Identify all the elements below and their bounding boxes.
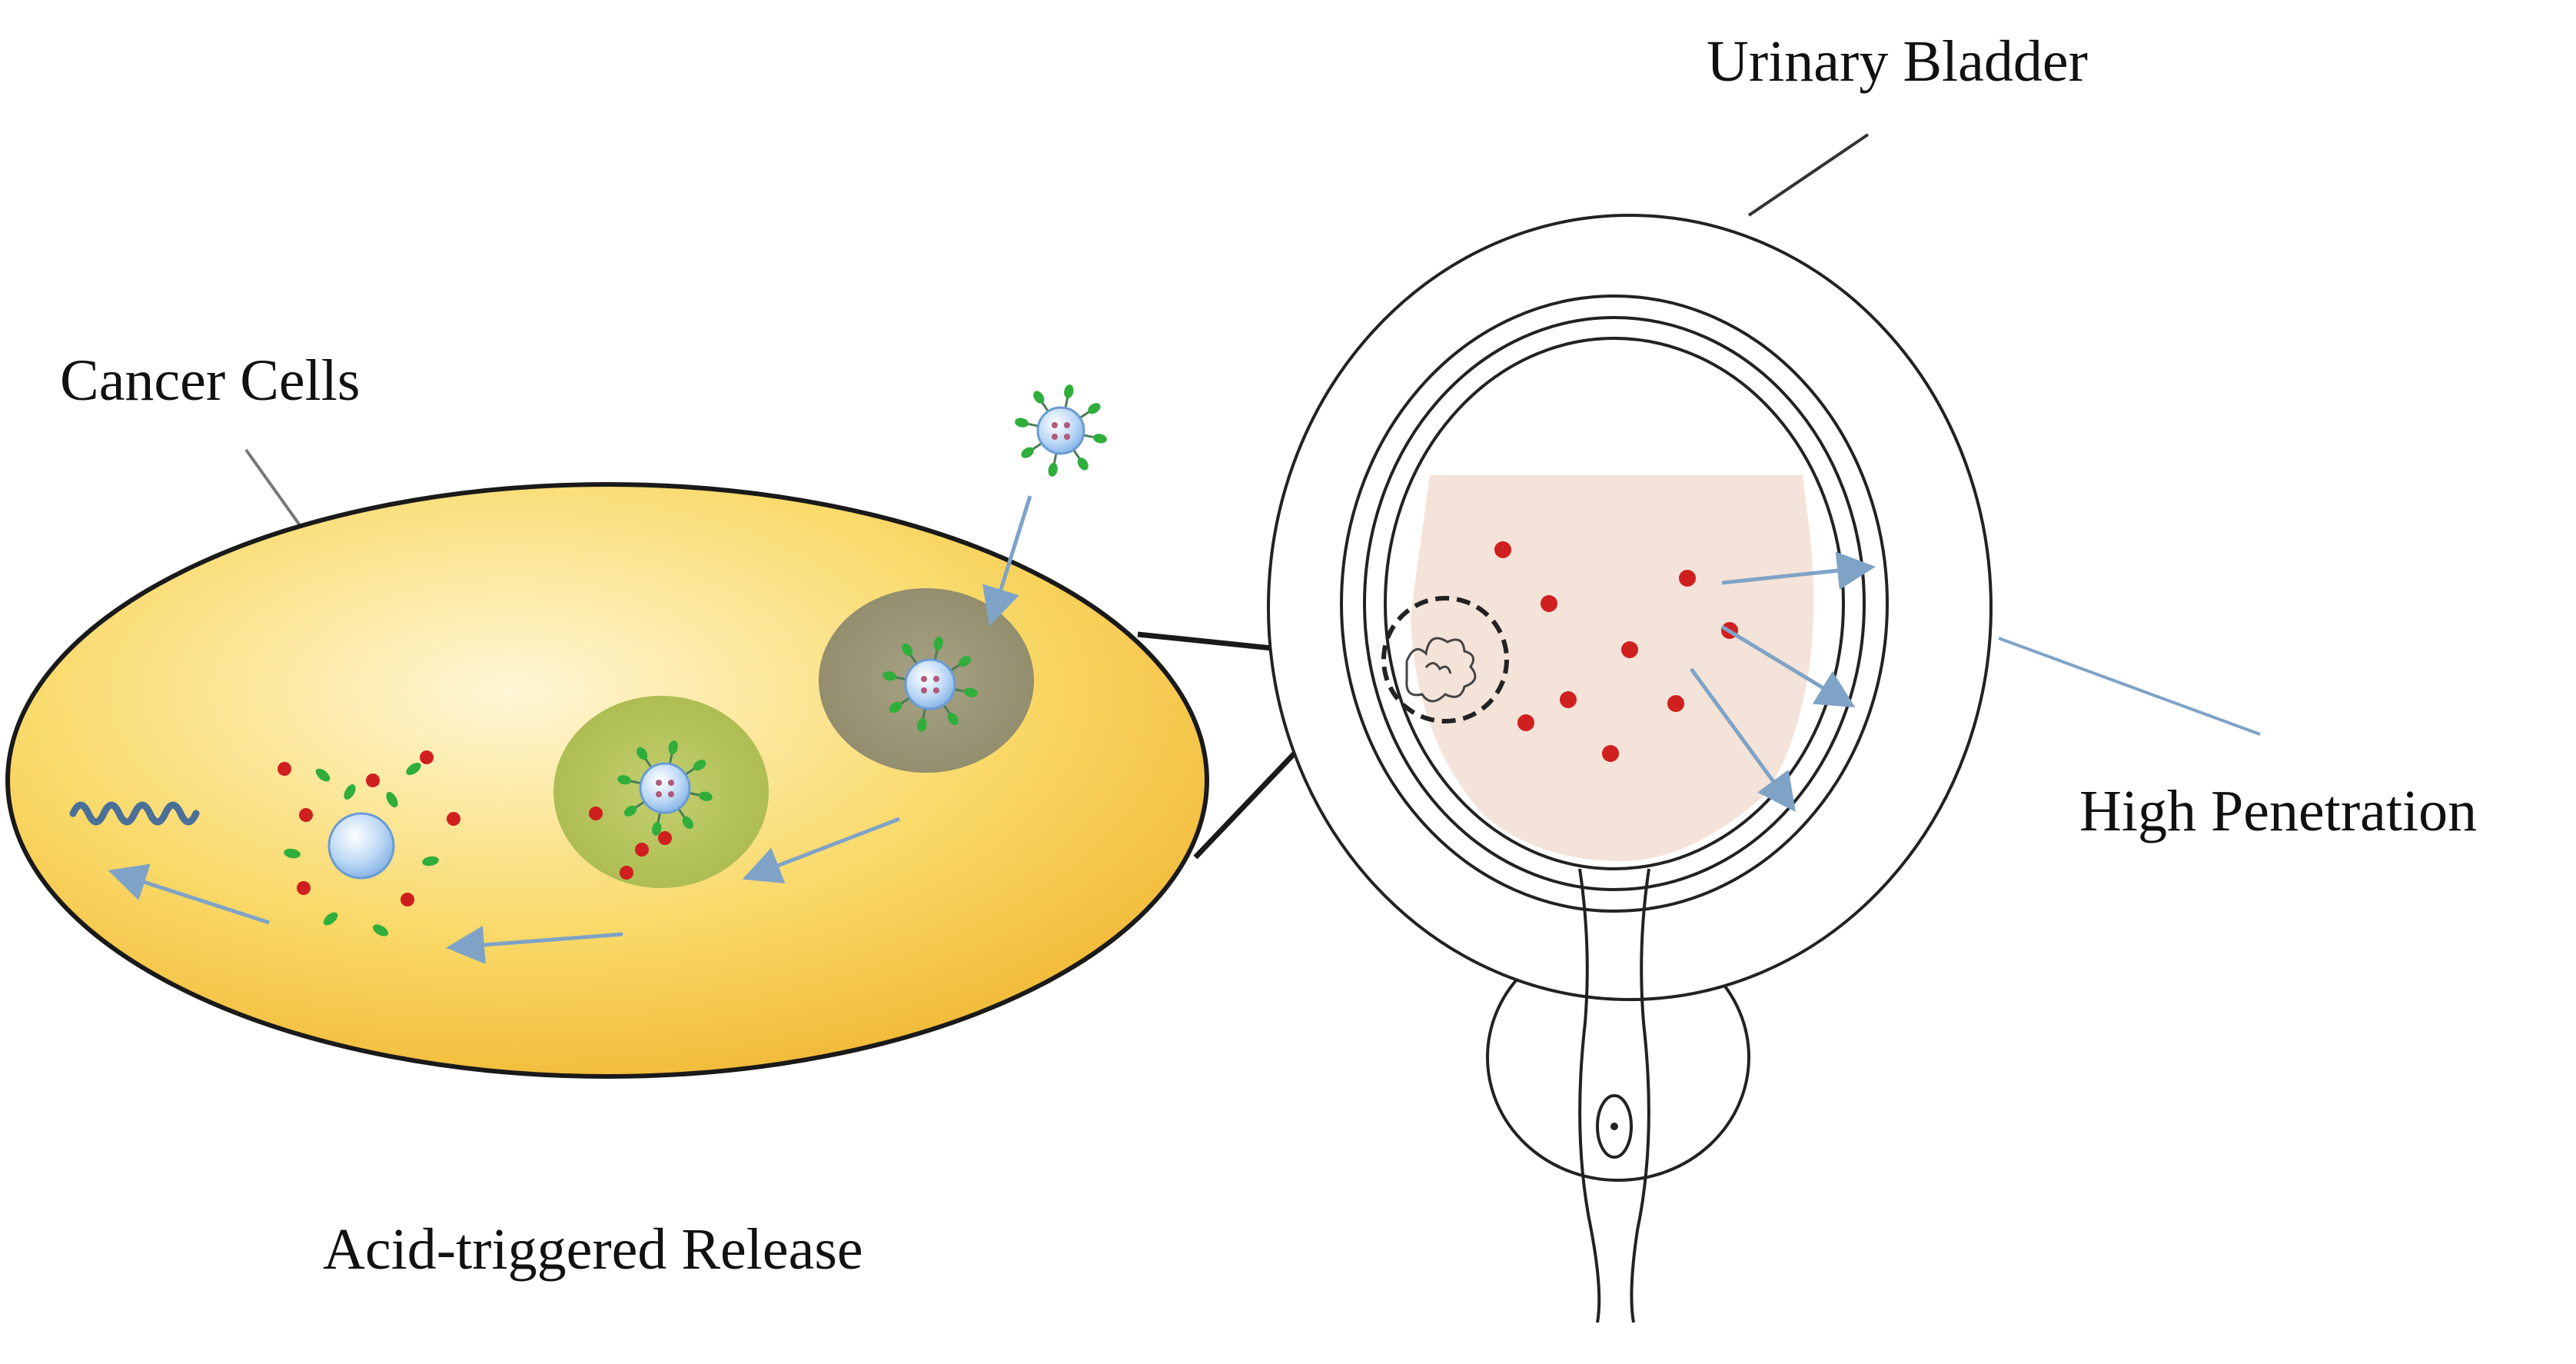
- drug-dot-icon: [278, 762, 291, 776]
- cell-drug-group: [278, 750, 672, 907]
- payload-dot: [921, 687, 927, 694]
- drug-dot-icon: [366, 773, 380, 787]
- payload-dot: [921, 676, 927, 682]
- ligand-icon: [344, 784, 356, 800]
- arrow-penetration-1: [1721, 551, 1876, 591]
- ligand-icon: [958, 656, 972, 667]
- urine-fill: [1411, 475, 1814, 861]
- ligand-icon: [1015, 418, 1029, 427]
- payload-dot: [668, 791, 674, 797]
- ligand-icon: [1093, 434, 1107, 444]
- drug-dot-icon: [420, 750, 434, 764]
- ligand-icon: [284, 848, 301, 859]
- ligand-icon: [623, 805, 637, 817]
- bladder-wall-layer-2: [1363, 316, 1866, 891]
- drug-dot-icon: [1517, 714, 1534, 731]
- released-nanoparticle: [327, 812, 395, 880]
- nanoparticle-extracellular: [1015, 384, 1107, 477]
- payload-dot: [1052, 434, 1058, 440]
- drug-dot-icon: [1560, 691, 1577, 708]
- drug-dot-icon: [1494, 541, 1511, 558]
- tumor-icon: [1381, 596, 1509, 724]
- payload-dot: [933, 687, 939, 694]
- nanoparticle-icon: [1036, 406, 1085, 455]
- payload-dot: [1064, 434, 1070, 440]
- bladder-wall-layer-1: [1340, 294, 1889, 913]
- arrow-entry: [982, 495, 1032, 627]
- payload-dot: [1052, 422, 1058, 428]
- ligand-icon: [889, 701, 902, 713]
- ligand-icon: [1064, 384, 1074, 398]
- nanoparticle-core-icon: [327, 812, 395, 880]
- arrow-to-late-endosome: [742, 817, 900, 883]
- drug-dot-icon: [658, 831, 672, 845]
- drug-dot-icon: [447, 812, 460, 826]
- ligand-icon: [917, 718, 927, 732]
- bladder-wall-layer-3: [1384, 337, 1845, 870]
- payload-dot: [933, 676, 939, 682]
- drug-dot-icon: [1667, 695, 1684, 712]
- ligand-icon: [1021, 447, 1034, 458]
- drug-dot-icon: [401, 893, 414, 907]
- ligand-icon: [693, 760, 706, 771]
- arrow-to-release: [446, 925, 623, 964]
- drug-dot-icon: [620, 866, 633, 880]
- drug-dot-icon: [299, 808, 313, 822]
- ligand-icon: [699, 791, 713, 801]
- penetration-arrows: [1689, 551, 1876, 813]
- ligand-icon: [882, 671, 896, 681]
- ligand-icon: [406, 763, 421, 775]
- ligand-icon: [1033, 391, 1045, 404]
- ligand-icon: [323, 912, 338, 926]
- payload-dot: [656, 791, 662, 797]
- drug-dot-icon: [635, 843, 649, 857]
- cell-arrows: [108, 495, 1032, 964]
- drug-dot-icon: [589, 807, 603, 820]
- nanoparticle-icon: [904, 658, 956, 710]
- ligand-icon: [682, 816, 693, 830]
- drug-dot-icon: [1541, 595, 1557, 612]
- drug-dot-icon: [1621, 641, 1638, 658]
- nanoparticle-early-endosome: [882, 637, 978, 732]
- urethra: [1578, 868, 1650, 1323]
- arrow-penetration-3: [1689, 667, 1796, 813]
- payload-dot: [1064, 422, 1070, 428]
- payload-dot: [668, 780, 674, 786]
- nanoparticle-late-endosome: [617, 740, 713, 836]
- free-ligand-group: [284, 763, 439, 937]
- arrow-to-dna: [108, 863, 270, 925]
- ligand-icon: [964, 687, 978, 697]
- leader-line-penetration: [1998, 637, 2261, 736]
- ligand-icon: [668, 740, 678, 754]
- dna-strand-icon: [69, 801, 200, 826]
- bladder-drug-group: [1494, 541, 1738, 762]
- ligand-icon: [652, 822, 662, 836]
- label-high-penetration: High Penetration: [2079, 779, 2477, 843]
- ligand-icon: [637, 747, 648, 760]
- nanoparticle-icon: [639, 762, 691, 814]
- arrow-penetration-2: [1720, 624, 1856, 708]
- ligand-icon: [902, 643, 913, 657]
- ligand-icon: [1088, 403, 1101, 414]
- label-cancer-cells: Cancer Cells: [60, 348, 360, 413]
- leader-line-bladder: [1747, 133, 1870, 217]
- ligand-icon: [1077, 457, 1089, 471]
- ligand-icon: [386, 792, 398, 807]
- ligand-icon: [1048, 463, 1058, 477]
- leader-line-cancer-cells: [244, 448, 305, 532]
- drug-dot-icon: [1679, 570, 1696, 587]
- drug-dot-icon: [1602, 745, 1619, 762]
- ligand-icon: [617, 775, 631, 785]
- label-acid-triggered-release: Acid-triggered Release: [323, 1217, 863, 1282]
- ligand-icon: [373, 924, 388, 937]
- nanoparticle-group: [617, 384, 1107, 836]
- ligand-icon: [933, 637, 943, 650]
- drug-dot-icon: [297, 881, 311, 895]
- ligand-icon: [947, 712, 959, 726]
- ligand-icon: [422, 856, 439, 867]
- payload-dot: [656, 780, 662, 786]
- label-urinary-bladder: Urinary Bladder: [1707, 29, 2088, 94]
- ligand-icon: [315, 768, 331, 782]
